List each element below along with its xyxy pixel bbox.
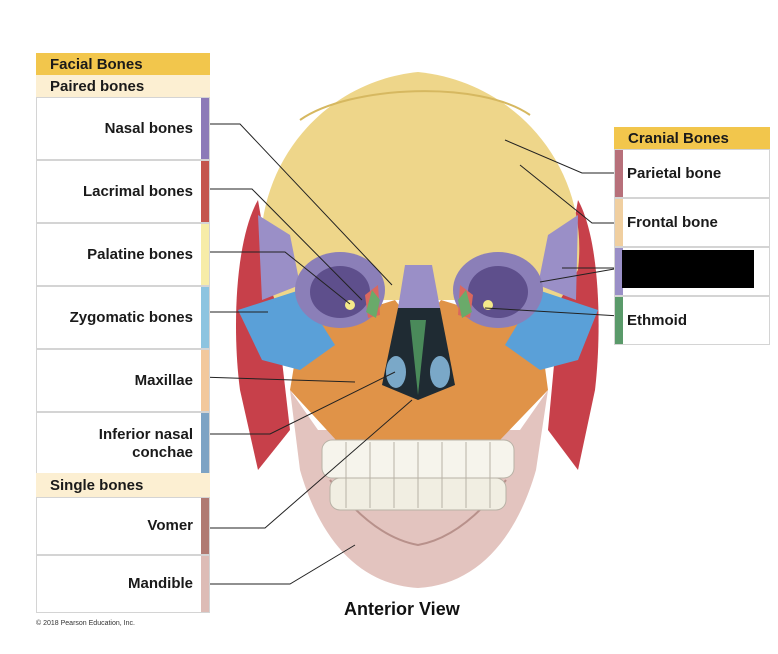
- cranial-bone-label: Ethmoid: [627, 312, 687, 329]
- sphenoid-left: [258, 215, 300, 300]
- single-bone-1: Mandible: [36, 555, 210, 613]
- sphenoid-right: [538, 215, 578, 300]
- single-bone-color-strip: [201, 556, 209, 612]
- view-caption: Anterior View: [344, 599, 460, 619]
- paired-bone-label: Nasal bones: [104, 119, 193, 137]
- paired-bone-label: Palatine bones: [87, 245, 193, 263]
- paired-bone-color-strip: [201, 350, 209, 411]
- paired-bone-3: Zygomatic bones: [36, 286, 210, 349]
- paired-bone-0: Nasal bones: [36, 97, 210, 160]
- single-bone-0: Vomer: [36, 497, 210, 555]
- inferior-conchae-right: [430, 356, 450, 388]
- inferior-conchae-left: [386, 356, 406, 388]
- paired-bone-5: Inferior nasal conchae: [36, 412, 210, 475]
- single-bone-label: Mandible: [127, 575, 193, 592]
- single-bones-header: Single bones: [36, 473, 210, 497]
- cranial-bone-3: Ethmoid: [614, 296, 770, 345]
- cranial-bone-color-strip: [615, 248, 623, 295]
- paired-bone-color-strip: [201, 413, 209, 474]
- paired-bone-color-strip: [201, 98, 209, 159]
- copyright-note: © 2018 Pearson Education, Inc.: [36, 620, 135, 627]
- single-bone-color-strip: [201, 498, 209, 554]
- cranial-bone-label: Parietal bone: [627, 165, 722, 182]
- cranial-bone-color-strip: [615, 150, 623, 197]
- facial-bones-header: Facial Bones: [36, 53, 210, 75]
- paired-bone-2: Palatine bones: [36, 223, 210, 286]
- single-bone-label: Vomer: [147, 517, 193, 534]
- paired-bone-label: Maxillae: [134, 371, 193, 389]
- paired-bone-label: Lacrimal bones: [82, 182, 193, 200]
- cranial-bone-color-strip: [615, 199, 623, 246]
- paired-bone-label: Zygomatic bones: [69, 308, 193, 326]
- paired-bone-color-strip: [201, 161, 209, 222]
- cranial-bone-1: Frontal bone: [614, 198, 770, 247]
- hidden-label-box: [622, 250, 754, 288]
- cranial-bone-label: Frontal bone: [627, 214, 718, 231]
- cranial-bones-header: Cranial Bones: [614, 127, 770, 149]
- paired-bones-header: Paired bones: [36, 75, 210, 97]
- paired-bone-label: Inferior nasal conchae: [98, 425, 193, 461]
- paired-bone-4: Maxillae: [36, 349, 210, 412]
- nasal-bones: [398, 265, 440, 308]
- cranial-bone-color-strip: [615, 297, 623, 344]
- paired-bone-1: Lacrimal bones: [36, 160, 210, 223]
- paired-bone-color-strip: [201, 287, 209, 348]
- cranial-bone-0: Parietal bone: [614, 149, 770, 198]
- paired-bone-color-strip: [201, 224, 209, 285]
- frontal-bone: [260, 72, 580, 300]
